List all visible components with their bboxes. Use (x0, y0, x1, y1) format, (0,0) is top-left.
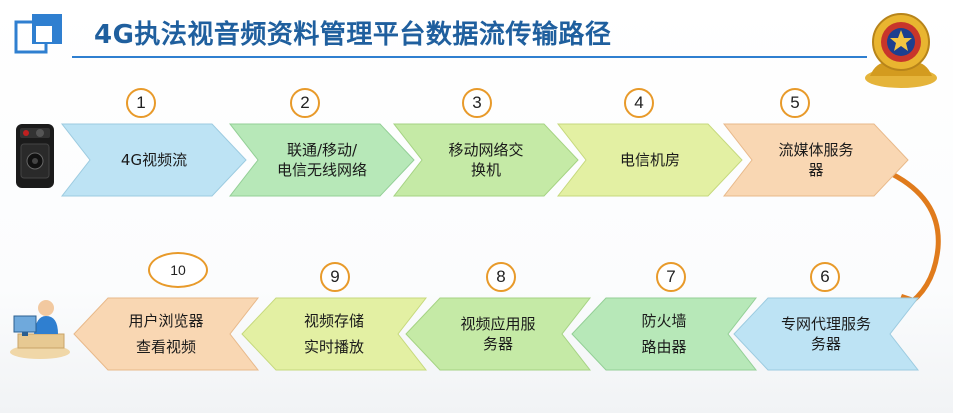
flow-step-5-line1: 流媒体服务 (778, 140, 854, 159)
flow-step-4-label: 电信机房 (619, 150, 680, 169)
step-number-8: 8 (486, 262, 516, 292)
flow-step-8-line2: 务器 (482, 335, 513, 353)
window-logo-icon (14, 12, 70, 64)
step-number-9: 9 (320, 262, 350, 292)
flow-step-6: 专网代理服务 务器 (732, 296, 920, 372)
flow-step-10-line2: 查看视频 (135, 338, 196, 356)
user-at-computer-icon (8, 294, 72, 364)
flow-step-3-line1: 移动网络交 (448, 140, 524, 159)
step-number-4: 4 (624, 88, 654, 118)
flow-step-10: 用户浏览器 查看视频 (72, 296, 260, 372)
flow-step-2-line1: 联通/移动/ (286, 140, 358, 159)
flow-step-9-line1: 视频存储 (303, 311, 364, 330)
step-number-10: 10 (148, 252, 208, 288)
step-number-2: 2 (290, 88, 320, 118)
body-camera-icon (12, 122, 58, 194)
flow-step-7-line1: 防火墙 (641, 311, 687, 330)
step-number-5: 5 (780, 88, 810, 118)
flow-step-3-line2: 换机 (470, 161, 501, 179)
flow-step-2: 联通/移动/ 电信无线网络 (228, 122, 416, 198)
flow-step-3: 移动网络交 换机 (392, 122, 580, 198)
flow-step-7-line2: 路由器 (641, 338, 687, 356)
flow-step-5-line2: 器 (808, 161, 824, 179)
flow-step-5: 流媒体服务 器 (722, 122, 910, 198)
flow-step-9-line2: 实时播放 (303, 338, 364, 356)
flow-step-6-line2: 务器 (810, 335, 841, 353)
police-emblem-icon (858, 6, 944, 96)
flow-step-4: 电信机房 (556, 122, 744, 198)
flow-step-2-line2: 电信无线网络 (276, 161, 367, 179)
step-number-6: 6 (810, 262, 840, 292)
flow-step-8: 视频应用服 务器 (404, 296, 592, 372)
title-divider (72, 56, 867, 58)
flow-step-6-line1: 专网代理服务 (780, 314, 871, 333)
flow-step-1: 4G视频流 (60, 122, 248, 198)
flow-step-1-label: 4G视频流 (120, 150, 188, 169)
step-number-7: 7 (656, 262, 686, 292)
flow-step-10-line1: 用户浏览器 (128, 311, 204, 330)
step-number-1: 1 (126, 88, 156, 118)
step-number-3: 3 (462, 88, 492, 118)
page-title: 4G执法视音频资料管理平台数据流传输路径 (94, 20, 612, 50)
flow-step-9: 视频存储 实时播放 (240, 296, 428, 372)
flow-step-7: 防火墙 路由器 (570, 296, 758, 372)
flow-step-8-line1: 视频应用服 (460, 314, 536, 333)
